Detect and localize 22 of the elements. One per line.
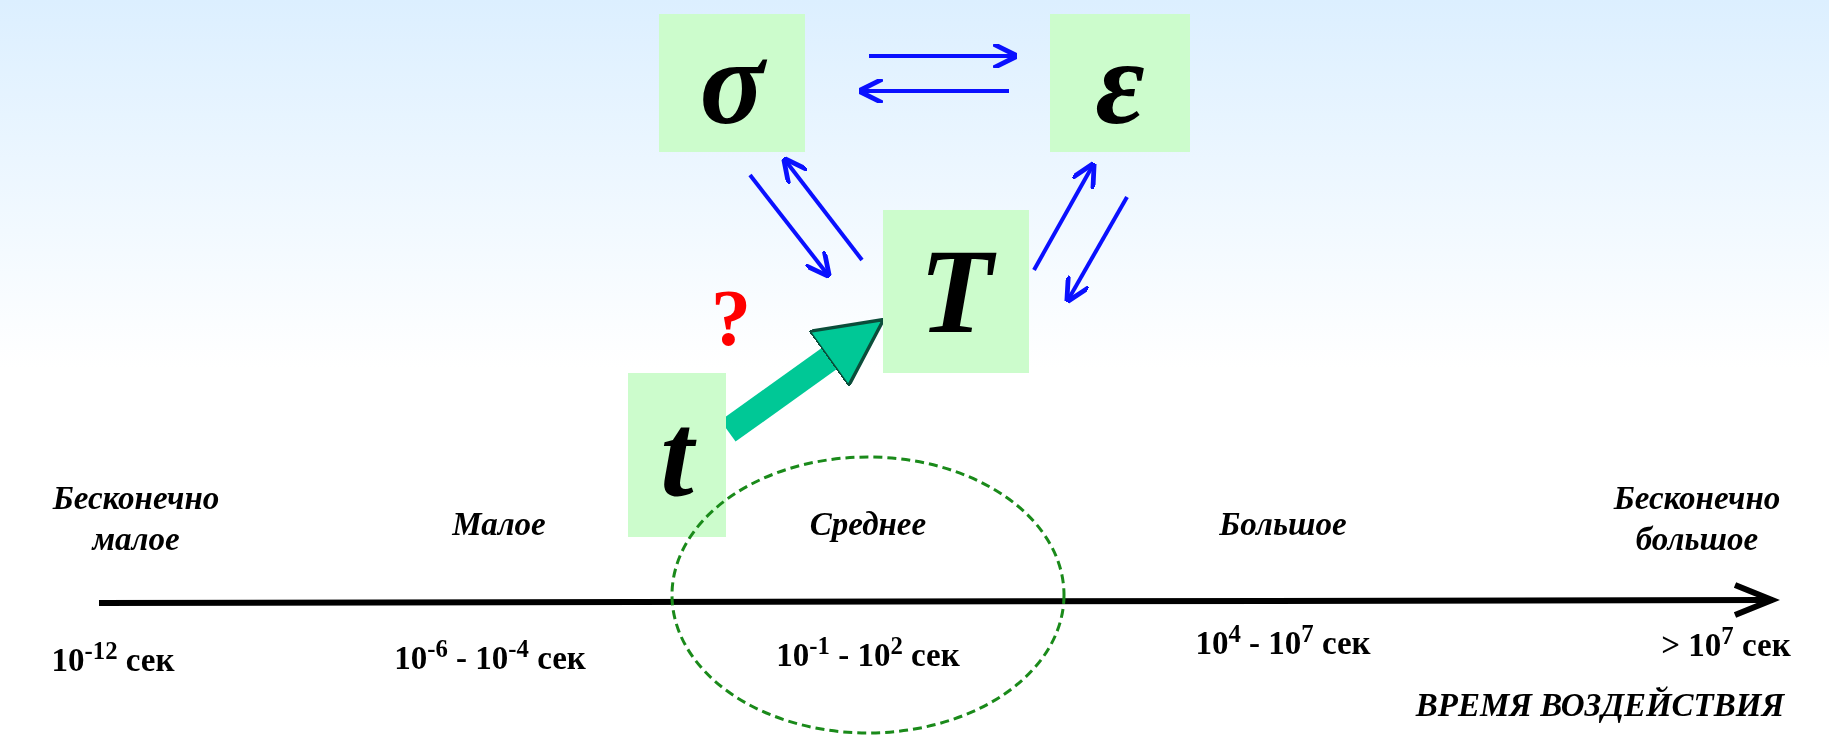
time-range: > 10$^{7}$ сек (1661, 625, 1791, 666)
text-label: Бесконечно малое (51, 478, 221, 559)
time-range: 10$^{-12}$ сек (51, 640, 175, 681)
text-label: Большое (1218, 505, 1348, 545)
text-label: Бесконечно большое (1612, 478, 1782, 559)
time-range: 10$^{-6}$ - 10$^{-4}$ сек (394, 638, 586, 679)
text-label: ВРЕМЯ ВОЗДЕЙСТВИЯ (1415, 685, 1785, 726)
arrow (1032, 160, 1097, 271)
time-range: 10$^{4}$ - 10$^{7}$ сек (1195, 623, 1371, 664)
arrow (856, 76, 1009, 106)
arrow (781, 155, 864, 262)
symbol-box: σ (659, 14, 805, 152)
arrow (869, 41, 1020, 71)
arrow (748, 173, 832, 280)
question-mark: ? (711, 273, 751, 364)
range-label: Среднее (809, 505, 927, 545)
symbol-box: t (628, 373, 726, 537)
text-label: Малое (451, 505, 547, 545)
time-range: 10$^{-1}$ - 10$^{2}$ сек (776, 631, 960, 676)
symbol-box: ε (1050, 14, 1190, 152)
arrow (1064, 196, 1129, 305)
symbol-box: T (883, 210, 1029, 373)
